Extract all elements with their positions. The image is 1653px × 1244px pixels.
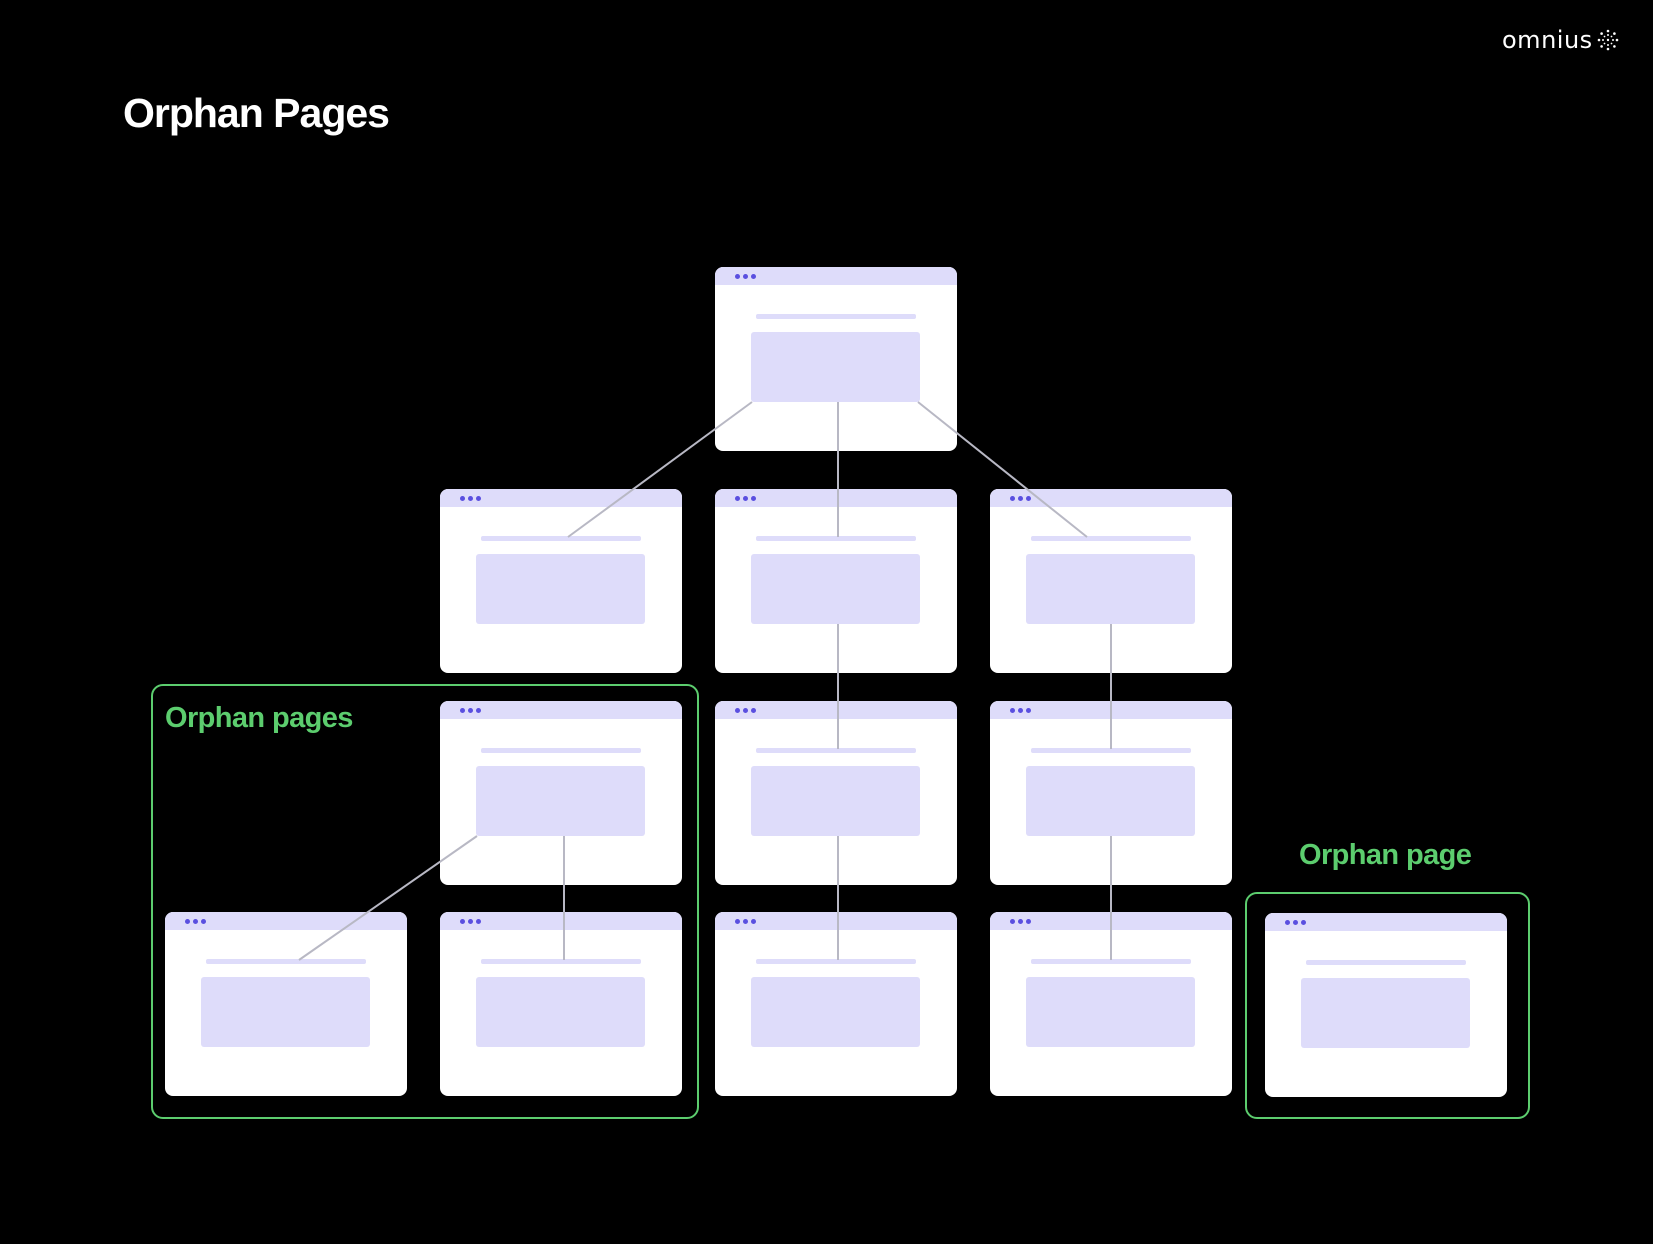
page-l3-right: [990, 912, 1232, 1096]
orphan-page-group: [1245, 892, 1530, 1119]
window-dot-icon: [476, 708, 481, 713]
browser-title-bar: [440, 701, 682, 719]
window-dot-icon: [735, 274, 740, 279]
page-l3-center: [715, 912, 957, 1096]
window-dot-icon: [193, 919, 198, 924]
content-placeholder: [201, 977, 370, 1047]
heading-placeholder: [481, 959, 641, 964]
heading-placeholder: [481, 748, 641, 753]
window-dot-icon: [1301, 920, 1306, 925]
content-placeholder: [1301, 978, 1470, 1048]
page-orphan-child-left: [165, 912, 407, 1096]
window-dot-icon: [751, 708, 756, 713]
window-dot-icon: [185, 919, 190, 924]
page-l1-center: [715, 489, 957, 673]
window-dot-icon: [1010, 496, 1015, 501]
content-placeholder: [476, 554, 645, 624]
window-dot-icon: [468, 708, 473, 713]
heading-placeholder: [481, 536, 641, 541]
window-dot-icon: [476, 919, 481, 924]
window-dot-icon: [1026, 708, 1031, 713]
page-root: [715, 267, 957, 451]
window-dot-icon: [735, 919, 740, 924]
heading-placeholder: [206, 959, 366, 964]
logo-text: omnius: [1502, 26, 1593, 54]
window-dot-icon: [476, 496, 481, 501]
window-dot-icon: [460, 708, 465, 713]
page-l1-left: [440, 489, 682, 673]
window-dot-icon: [1010, 708, 1015, 713]
orphan-page-label: Orphan page: [1299, 839, 1472, 871]
connector-orphan-parent-to-left: [298, 835, 478, 961]
page-isolated-orphan: [1265, 913, 1507, 1097]
page-orphan-parent: [440, 701, 682, 885]
heading-placeholder: [1306, 960, 1466, 965]
window-dot-icon: [743, 274, 748, 279]
page-l2-center: [715, 701, 957, 885]
window-dot-icon: [751, 919, 756, 924]
browser-title-bar: [440, 489, 682, 507]
heading-placeholder: [1031, 959, 1191, 964]
content-placeholder: [751, 766, 920, 836]
connector-root-to-l1-left: [567, 401, 753, 538]
content-placeholder: [1026, 766, 1195, 836]
heading-placeholder: [1031, 748, 1191, 753]
window-dot-icon: [1018, 496, 1023, 501]
browser-title-bar: [715, 701, 957, 719]
window-dot-icon: [743, 919, 748, 924]
window-dot-icon: [735, 708, 740, 713]
content-placeholder: [1026, 554, 1195, 624]
omnius-logo: omnius: [1502, 26, 1619, 54]
content-placeholder: [476, 977, 645, 1047]
window-dot-icon: [1026, 496, 1031, 501]
window-dot-icon: [1285, 920, 1290, 925]
window-dot-icon: [1026, 919, 1031, 924]
window-dot-icon: [743, 496, 748, 501]
page-title: Orphan Pages: [123, 90, 390, 136]
window-dot-icon: [1010, 919, 1015, 924]
content-placeholder: [751, 554, 920, 624]
heading-placeholder: [1031, 536, 1191, 541]
content-placeholder: [751, 977, 920, 1047]
window-dot-icon: [1293, 920, 1298, 925]
connector-root-to-l1-right: [917, 401, 1088, 538]
content-placeholder: [751, 332, 920, 402]
heading-placeholder: [756, 959, 916, 964]
browser-title-bar: [715, 912, 957, 930]
window-dot-icon: [751, 496, 756, 501]
browser-title-bar: [715, 489, 957, 507]
window-dot-icon: [460, 919, 465, 924]
browser-title-bar: [1265, 913, 1507, 931]
window-dot-icon: [743, 708, 748, 713]
window-dot-icon: [201, 919, 206, 924]
orphan-pages-group: [151, 684, 699, 1119]
heading-placeholder: [756, 536, 916, 541]
heading-placeholder: [756, 748, 916, 753]
orphan-pages-label: Orphan pages: [165, 702, 353, 734]
sunburst-logo-icon: [1597, 29, 1618, 51]
window-dot-icon: [751, 274, 756, 279]
content-placeholder: [476, 766, 645, 836]
browser-title-bar: [440, 912, 682, 930]
page-orphan-child-right: [440, 912, 682, 1096]
content-placeholder: [1026, 977, 1195, 1047]
heading-placeholder: [756, 314, 916, 319]
window-dot-icon: [1018, 919, 1023, 924]
browser-title-bar: [715, 267, 957, 285]
window-dot-icon: [468, 919, 473, 924]
browser-title-bar: [165, 912, 407, 930]
window-dot-icon: [1018, 708, 1023, 713]
window-dot-icon: [460, 496, 465, 501]
window-dot-icon: [735, 496, 740, 501]
browser-title-bar: [990, 489, 1232, 507]
window-dot-icon: [468, 496, 473, 501]
